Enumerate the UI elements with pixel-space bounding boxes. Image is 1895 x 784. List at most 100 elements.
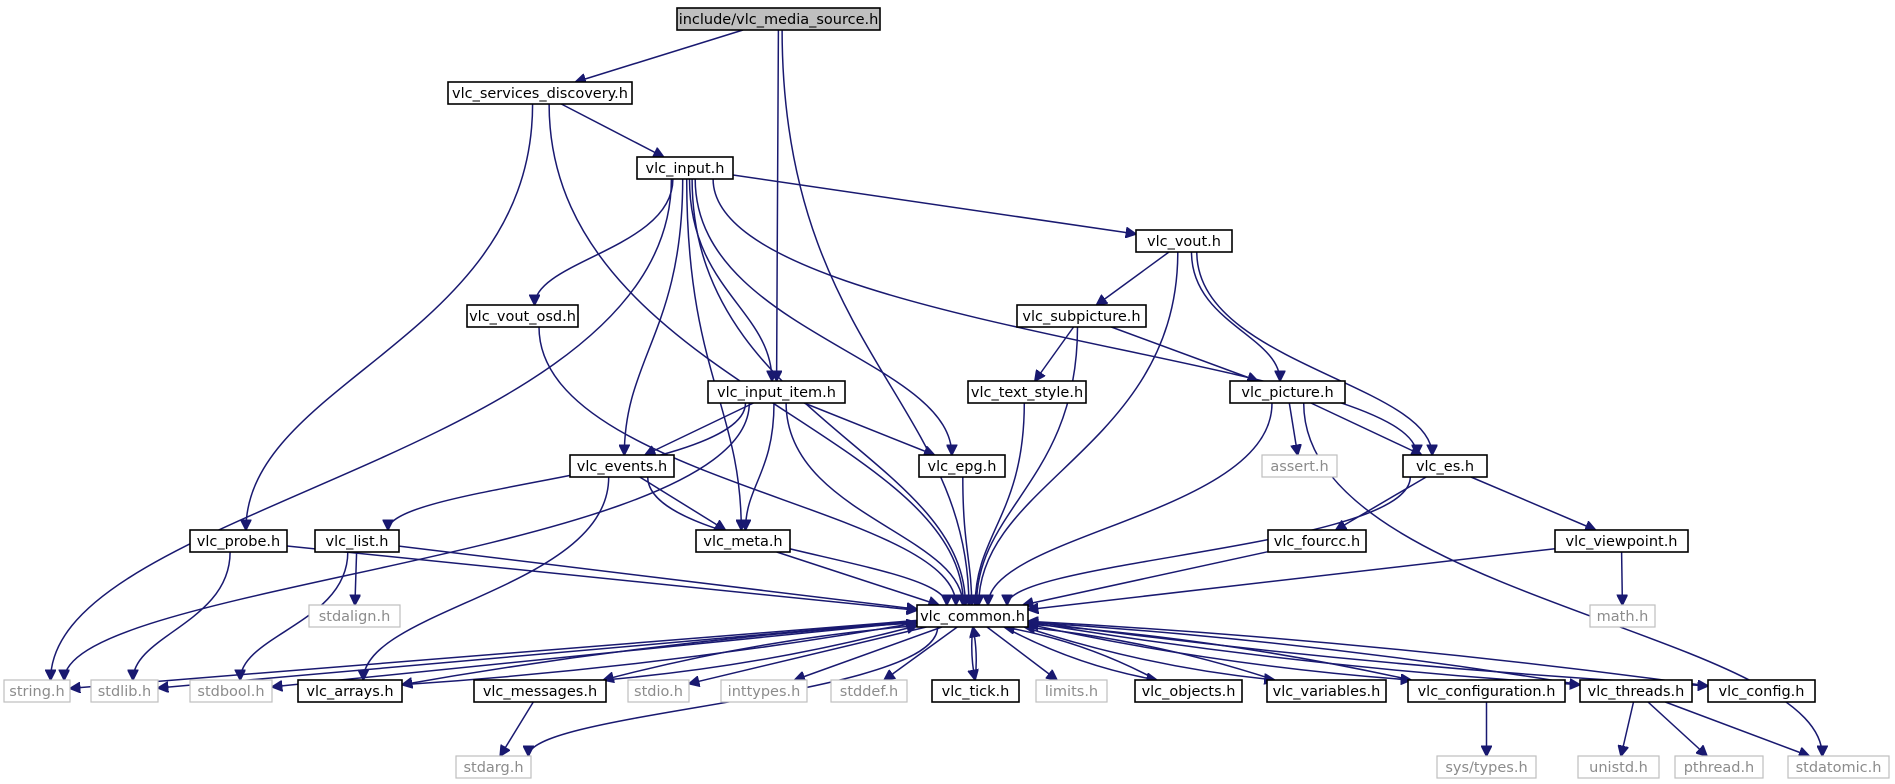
node-label: stdalign.h: [319, 609, 391, 625]
node-assert: assert.h: [1261, 454, 1338, 478]
node-box: [830, 679, 908, 703]
edge-es-to-viewpoint: [1470, 476, 1596, 530]
node-stdarg: stdarg.h: [455, 755, 532, 779]
node-unistd: unistd.h: [1577, 755, 1660, 779]
node-viewpoint[interactable]: vlc_viewpoint.h: [1554, 529, 1689, 553]
edge-subpicture-to-picture: [1111, 326, 1257, 381]
node-list[interactable]: vlc_list.h: [314, 529, 400, 553]
node-box: [1016, 304, 1147, 328]
edge-input_item-to-epg: [803, 402, 934, 455]
edge-common-to-configuration: [1027, 623, 1411, 680]
node-stddef: stddef.h: [830, 679, 908, 703]
node-label: vlc_variables.h: [1273, 684, 1381, 700]
node-label: vlc_fourcc.h: [1274, 534, 1360, 550]
edge-input-to-string: [51, 178, 673, 680]
node-box: [627, 679, 690, 703]
edge-vout-to-picture: [1190, 251, 1281, 381]
node-vout-osd[interactable]: vlc_vout_osd.h: [466, 304, 579, 328]
node-box: [1229, 380, 1346, 404]
edge-threads-to-common: [1028, 622, 1581, 686]
node-input-item[interactable]: vlc_input_item.h: [707, 380, 846, 404]
node-picture[interactable]: vlc_picture.h: [1229, 380, 1346, 404]
edge-messages-to-common: [603, 626, 917, 681]
edge-tick-to-common: [973, 627, 976, 681]
node-box: [1787, 755, 1890, 779]
edge-common-to-variables: [1024, 626, 1274, 680]
node-box: [1261, 454, 1338, 478]
node-vout[interactable]: vlc_vout.h: [1135, 229, 1233, 253]
node-services-discovery[interactable]: vlc_services_discovery.h: [447, 81, 633, 105]
edge-vout-to-es: [1196, 251, 1432, 455]
node-epg[interactable]: vlc_epg.h: [918, 454, 1006, 478]
node-tick[interactable]: vlc_tick.h: [931, 679, 1020, 703]
node-box: [1707, 679, 1816, 703]
node-box: [189, 679, 273, 703]
edge-config-to-common: [1028, 621, 1709, 687]
edge-input-to-input_item: [688, 178, 773, 381]
node-box: [931, 679, 1020, 703]
edge-input-to-common: [691, 178, 965, 605]
node-subpicture[interactable]: vlc_subpicture.h: [1016, 304, 1147, 328]
node-config[interactable]: vlc_config.h: [1707, 679, 1816, 703]
node-label: include/vlc_media_source.h: [679, 12, 879, 28]
node-stdatomic: stdatomic.h: [1787, 755, 1890, 779]
node-arrays[interactable]: vlc_arrays.h: [297, 679, 403, 703]
node-es[interactable]: vlc_es.h: [1402, 454, 1488, 478]
edge-list-to-common: [398, 545, 917, 609]
node-box: [1402, 454, 1488, 478]
edge-picture-to-assert: [1288, 402, 1297, 455]
node-label: vlc_text_style.h: [971, 385, 1083, 401]
node-messages[interactable]: vlc_messages.h: [473, 679, 607, 703]
edge-vout_osd-to-common: [538, 326, 956, 605]
node-stdio: stdio.h: [627, 679, 690, 703]
node-configuration[interactable]: vlc_configuration.h: [1407, 679, 1566, 703]
node-objects[interactable]: vlc_objects.h: [1134, 679, 1243, 703]
node-label: vlc_messages.h: [483, 684, 597, 700]
node-threads[interactable]: vlc_threads.h: [1579, 679, 1693, 703]
node-label: vlc_viewpoint.h: [1566, 534, 1678, 550]
node-stdbool: stdbool.h: [189, 679, 273, 703]
node-stdalign: stdalign.h: [308, 604, 401, 628]
edge-events-to-meta: [639, 476, 726, 530]
edge-text_style-to-common: [975, 402, 1026, 605]
node-box: [695, 529, 791, 553]
edge-input_item-to-events: [645, 402, 754, 455]
node-label: vlc_input_item.h: [717, 385, 836, 401]
node-input[interactable]: vlc_input.h: [636, 156, 734, 180]
node-variables[interactable]: vlc_variables.h: [1266, 679, 1387, 703]
edge-picture-to-es: [1310, 402, 1422, 455]
edge-services_discovery-to-probe: [246, 103, 534, 530]
node-events[interactable]: vlc_events.h: [569, 454, 675, 478]
node-label: pthread.h: [1684, 760, 1755, 776]
edge-common-to-objects: [1003, 626, 1157, 680]
node-fourcc[interactable]: vlc_fourcc.h: [1267, 529, 1367, 553]
node-box: [1674, 755, 1764, 779]
node-box: [916, 604, 1029, 628]
edge-es-to-common: [1007, 476, 1412, 605]
node-box: [1436, 755, 1537, 779]
edge-list-to-stdbool: [240, 551, 349, 680]
node-label: vlc_meta.h: [703, 534, 782, 550]
edges-layer: [51, 29, 1823, 756]
edge-input-to-events: [624, 178, 684, 455]
node-probe[interactable]: vlc_probe.h: [189, 529, 288, 553]
edge-probe-to-common: [286, 545, 917, 610]
edge-vout-to-common: [979, 251, 1179, 605]
node-text-style[interactable]: vlc_text_style.h: [967, 380, 1087, 404]
node-label: assert.h: [1270, 459, 1328, 475]
node-box: [314, 529, 400, 553]
edge-subpicture-to-text_style: [1035, 326, 1075, 381]
node-label: vlc_objects.h: [1142, 684, 1236, 700]
node-label: vlc_es.h: [1416, 459, 1474, 475]
node-label: vlc_config.h: [1718, 684, 1804, 700]
edge-common-to-stdio: [689, 626, 927, 684]
edge-messages-to-stdarg: [500, 701, 534, 756]
node-stdlib: stdlib.h: [90, 679, 159, 703]
edge-input_item-to-string: [64, 402, 751, 680]
node-meta[interactable]: vlc_meta.h: [695, 529, 791, 553]
node-media-source[interactable]: include/vlc_media_source.h: [676, 7, 881, 31]
node-box: [1266, 679, 1387, 703]
node-box: [707, 380, 846, 404]
node-common[interactable]: vlc_common.h: [916, 604, 1029, 628]
node-label: stdio.h: [634, 684, 683, 700]
